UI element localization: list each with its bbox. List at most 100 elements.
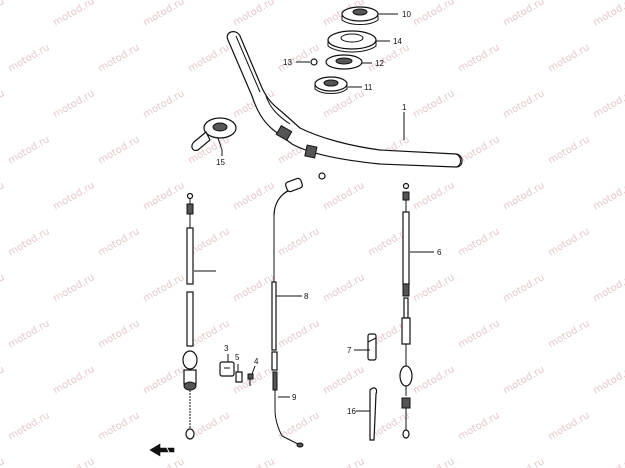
callout-6: 6: [437, 248, 442, 257]
watermark-text: motod.ru: [591, 88, 625, 120]
watermark-text: motod.ru: [6, 134, 51, 166]
watermark-text: motod.ru: [501, 364, 546, 396]
watermark-text: motod.ru: [456, 226, 501, 258]
watermark-text: motod.ru: [501, 180, 546, 212]
watermark-text: motod.ru: [546, 134, 591, 166]
watermark-text: motod.ru: [411, 88, 456, 120]
callout-8: 8: [304, 292, 309, 301]
watermark-text: motod.ru: [96, 134, 141, 166]
watermark-text: motod.ru: [501, 0, 546, 29]
watermark-text: motod.ru: [231, 180, 276, 212]
washer-12: [325, 54, 363, 70]
watermark-text: motod.ru: [6, 42, 51, 74]
watermark-text: motod.ru: [51, 180, 96, 212]
cushion-11: [314, 76, 348, 94]
watermark-text: motod.ru: [141, 272, 186, 304]
brake-cable-6: [399, 182, 413, 439]
watermark-text: motod.ru: [0, 364, 7, 396]
watermark-text: motod.ru: [546, 410, 591, 442]
watermark-text: motod.ru: [456, 134, 501, 166]
callout-13: 13: [283, 58, 292, 67]
watermark-text: motod.ru: [411, 272, 456, 304]
ball-13: [310, 58, 318, 66]
leader-lines: [194, 13, 434, 412]
watermark-text: motod.ru: [591, 364, 625, 396]
watermark-text: motod.ru: [591, 456, 625, 468]
callout-4: 4: [254, 357, 259, 366]
watermark-text: motod.ru: [546, 226, 591, 258]
watermark-text: motod.ru: [411, 364, 456, 396]
watermark-text: motod.ru: [141, 456, 186, 468]
callout-5: 5: [235, 353, 240, 362]
throttle-cable-9: [271, 351, 304, 448]
watermark-text: motod.ru: [591, 272, 625, 304]
watermark-text: motod.ru: [546, 42, 591, 74]
front-direction-arrow-icon: [149, 443, 175, 457]
watermark-text: motod.ru: [0, 456, 7, 468]
callout-labels: 10 14 12 13 11 1 15 8 6 7 3 5 4 9 16: [216, 10, 442, 416]
watermark-text: motod.ru: [96, 318, 141, 350]
watermark-text: motod.ru: [0, 180, 7, 212]
watermark-text: motod.ru: [591, 0, 625, 29]
watermark-text: motod.ru: [411, 180, 456, 212]
watermark-text: motod.ru: [51, 364, 96, 396]
handlebar: [226, 31, 463, 168]
clamp-7: [367, 333, 377, 361]
watermark-text: motod.ru: [231, 456, 276, 468]
watermark-text: motod.ru: [276, 410, 321, 442]
watermark-text: motod.ru: [321, 180, 366, 212]
watermark-text: motod.ru: [51, 88, 96, 120]
clip-5: [235, 371, 243, 383]
watermark-text: motod.ru: [141, 364, 186, 396]
watermark-text: motod.ru: [141, 88, 186, 120]
watermark-text: motod.ru: [276, 226, 321, 258]
watermark-text: motod.ru: [96, 42, 141, 74]
callout-16: 16: [347, 407, 356, 416]
watermark-text: motod.ru: [186, 42, 231, 74]
watermark-text: motod.ru: [51, 456, 96, 468]
watermark-text: motod.ru: [546, 318, 591, 350]
watermark-text: motod.ru: [456, 318, 501, 350]
screw-4: [247, 373, 254, 386]
watermark-text: motod.ru: [321, 272, 366, 304]
watermark-text: motod.ru: [501, 456, 546, 468]
callout-11: 11: [364, 83, 373, 92]
callout-15: 15: [216, 158, 225, 167]
watermark-text: motod.ru: [0, 0, 7, 29]
throttle-cable-8: [271, 172, 326, 351]
watermark-text: motod.ru: [366, 42, 411, 74]
watermark-text: motod.ru: [6, 226, 51, 258]
watermark-text: motod.ru: [501, 88, 546, 120]
cushion-10: [341, 6, 379, 25]
watermark-text: motod.ru: [96, 410, 141, 442]
watermark-text: motod.ru: [0, 272, 7, 304]
watermark-text: motod.ru: [231, 0, 276, 29]
watermark-text: motod.ru: [591, 180, 625, 212]
callout-14: 14: [393, 37, 402, 46]
watermark-text: motod.ru: [321, 456, 366, 468]
watermark-text: motod.ru: [51, 0, 96, 29]
callout-10: 10: [402, 10, 411, 19]
watermark-text: motod.ru: [0, 88, 7, 120]
washer-14: [327, 30, 377, 53]
watermark-text: motod.ru: [141, 180, 186, 212]
switch-housing-15: [191, 117, 237, 151]
callout-1: 1: [402, 103, 407, 112]
watermark-text: motod.ru: [456, 42, 501, 74]
watermark-text: motod.ru: [6, 318, 51, 350]
watermark-text: motod.ru: [456, 410, 501, 442]
watermark-text: motod.ru: [411, 0, 456, 29]
watermark-text: motod.ru: [411, 456, 456, 468]
watermark-text: motod.ru: [276, 318, 321, 350]
callout-3: 3: [224, 344, 229, 353]
watermark-text: motod.ru: [96, 226, 141, 258]
watermark-text: motod.ru: [51, 272, 96, 304]
callout-9: 9: [292, 393, 297, 402]
callout-7: 7: [347, 346, 352, 355]
watermark-text: motod.ru: [321, 364, 366, 396]
bracket-3: [219, 361, 235, 377]
clamp-16: [369, 387, 378, 441]
callout-12: 12: [375, 59, 384, 68]
